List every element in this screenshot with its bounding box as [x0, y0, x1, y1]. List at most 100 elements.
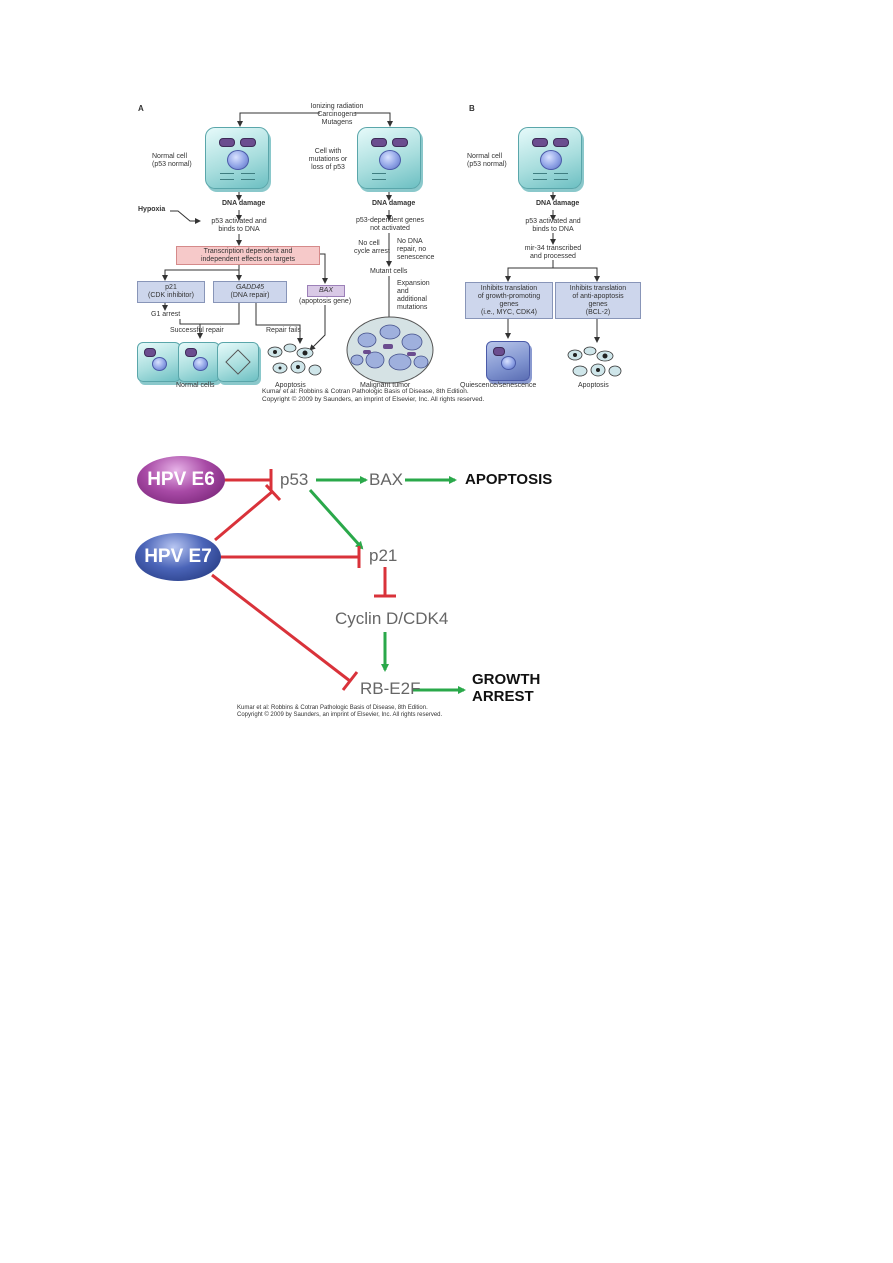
copyright-line: Copyright © 2009 by Saunders, an imprint…: [237, 712, 443, 718]
label-line: cycle arrest: [354, 248, 390, 255]
label-line: (i.e., MYC, CDK4): [480, 308, 537, 316]
label-line: p53 activated and: [211, 218, 267, 225]
p53-node: p53: [280, 470, 309, 489]
label-line: Inhibits translation: [480, 284, 538, 292]
outcome-line: GROWTH: [472, 671, 541, 688]
label-line: Inhibits translation: [569, 284, 627, 292]
label-line: (p53 normal): [467, 161, 507, 168]
mutated-cell-label: Cell with mutations or loss of p53: [303, 148, 353, 172]
mutated-cell-illustration: [357, 127, 421, 189]
p53-activated-label: p53 activated and binds to DNA: [514, 218, 592, 234]
normal-cell-illustration: [178, 342, 220, 382]
normal-cell-illustration: [205, 127, 269, 189]
label-line: genes: [499, 300, 519, 308]
label-line: (p53 normal): [152, 161, 192, 168]
malignant-tumor-illustration: [346, 316, 434, 384]
quiescence-label: Quiescence/senescence: [460, 382, 537, 389]
dividing-cell-illustration: [217, 342, 259, 382]
nucleus: [193, 357, 208, 371]
label-line: p53-dependent genes: [355, 217, 425, 224]
mitochondrion: [553, 138, 569, 147]
quiescent-cell-illustration: [486, 341, 530, 381]
endoplasmic-reticulum: [533, 173, 547, 180]
nucleus: [152, 357, 167, 371]
nucleus: [227, 150, 249, 170]
g1-arrest-label: G1 arrest: [151, 311, 181, 318]
nucleus: [540, 150, 562, 170]
endoplasmic-reticulum: [554, 173, 568, 180]
label-line: Normal cell: [467, 153, 503, 160]
figure-a-arrows: [162, 112, 600, 351]
transcription-effects-box: Transcription dependent and independent …: [176, 246, 320, 265]
endoplasmic-reticulum: [220, 173, 234, 180]
expansion-label: Expansion and additional mutations: [397, 280, 430, 312]
nucleus: [379, 150, 401, 170]
repair-fails-label: Repair fails: [266, 327, 302, 334]
hpv-e7-node: HPV E7: [135, 533, 221, 581]
label-line: Cell with: [314, 148, 342, 155]
stimuli-list: Ionizing radiation Carcinogens Mutagens: [285, 103, 389, 127]
cyclin-d-cdk4-node: Cyclin D/CDK4: [335, 609, 449, 628]
apoptosis-label: Apoptosis: [578, 382, 609, 389]
label-line: No DNA: [397, 238, 423, 245]
label-line: senescence: [397, 254, 435, 261]
label-line: independent effects on targets: [200, 255, 296, 263]
label-line: of anti-apoptosis: [572, 292, 624, 300]
bax-caption: (apoptosis gene): [299, 298, 352, 305]
label-line: Transcription dependent and: [203, 247, 293, 255]
mitochondrion: [240, 138, 256, 147]
endoplasmic-reticulum: [241, 173, 255, 180]
label-line: additional: [397, 296, 427, 303]
stimulus-label: Mutagens: [321, 119, 353, 126]
label-line: and: [397, 288, 409, 295]
label-line: mutations: [397, 304, 428, 311]
label-line: binds to DNA: [532, 226, 574, 233]
mitochondrion: [185, 348, 197, 357]
dna-damage-label: DNA damage: [372, 200, 416, 207]
outcome-line: ARREST: [472, 688, 534, 705]
copyright-line: Copyright © 2009 by Saunders, an imprint…: [262, 395, 485, 403]
rb-e2f-node: RB-E2F: [360, 679, 421, 698]
panel-a-label: A: [138, 104, 144, 113]
stimulus-label: Carcinogens: [317, 111, 357, 118]
mitochondrion: [493, 347, 505, 356]
p53-genes-label: p53-dependent genes not activated: [348, 217, 432, 233]
copyright-line: Kumar et al: Robbins & Cotran Pathologic…: [237, 705, 428, 711]
normal-cell-label: Normal cell (p53 normal): [467, 153, 507, 169]
mutant-cells-label: Mutant cells: [370, 268, 408, 275]
apoptosis-label: Apoptosis: [275, 382, 306, 389]
mitochondrion: [392, 138, 408, 147]
bax-node: BAX: [369, 470, 404, 489]
apoptosis-illustration: [267, 343, 322, 376]
label-line: GADD45: [235, 284, 264, 291]
inhibit-antiapoptosis-genes-box: Inhibits translation of anti-apoptosis g…: [555, 282, 641, 319]
label-line: p21: [165, 284, 177, 291]
p21-box: p21 (CDK inhibitor): [137, 281, 205, 303]
label-line: No cell: [358, 240, 380, 247]
bax-box: BAX: [307, 285, 345, 297]
figure-a-copyright: Kumar et al: Robbins & Cotran Pathologic…: [262, 388, 484, 403]
p53-activated-label: p53 activated and binds to DNA: [200, 218, 278, 234]
label-line: genes: [588, 300, 608, 308]
label-line: of growth-promoting: [477, 292, 541, 300]
mitochondrion: [532, 138, 548, 147]
malignant-tumor-label: Malignant tumor: [360, 382, 411, 389]
mitochondrion: [144, 348, 156, 357]
mitochondrion: [219, 138, 235, 147]
copyright-line: Kumar et al: Robbins & Cotran Pathologic…: [262, 388, 469, 395]
successful-repair-label: Successful repair: [170, 327, 224, 334]
normal-cell-illustration: [518, 127, 582, 189]
apoptosis-illustration: [567, 346, 622, 377]
label-line: loss of p53: [311, 164, 345, 171]
label-line: not activated: [370, 225, 410, 232]
label-line: and processed: [530, 253, 576, 260]
stimulus-label: Ionizing radiation: [310, 103, 364, 110]
label-line: binds to DNA: [218, 226, 260, 233]
label-line: mutations or: [308, 156, 348, 163]
normal-cell-illustration: [137, 342, 181, 382]
gadd45-box: GADD45 (DNA repair): [213, 281, 287, 303]
label-line: (BCL-2): [585, 308, 611, 316]
no-dna-repair-label: No DNA repair, no senescence: [397, 238, 434, 262]
p21-node: p21: [369, 546, 398, 565]
mitochondrion: [371, 138, 387, 147]
